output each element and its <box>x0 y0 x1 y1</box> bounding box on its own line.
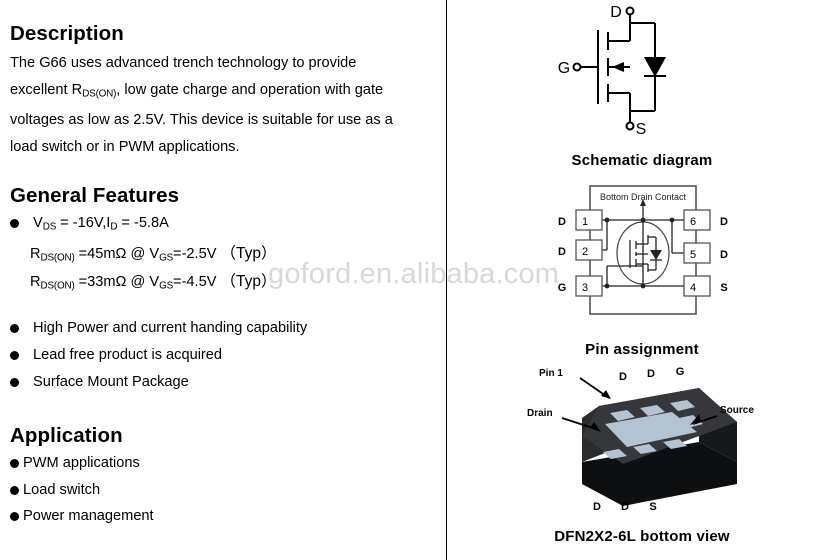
pin-number-5: 5 <box>690 249 696 261</box>
pin-number-6: 6 <box>690 216 696 228</box>
bottom-drain-contact-note: Bottom Drain Contact <box>600 192 687 202</box>
top-pad-label-2: G <box>676 366 685 378</box>
pin-label-3: G <box>558 282 567 294</box>
body-diode-icon <box>644 57 666 77</box>
pin-number-1: 1 <box>582 216 588 228</box>
pin-box-1 <box>575 209 603 231</box>
right-column: D G S Schematic diagram Bottom Drain Con… <box>447 0 837 560</box>
pin-box-5 <box>683 242 711 264</box>
application-item-2: Power management <box>10 508 154 524</box>
pin-number-2: 2 <box>582 246 588 258</box>
pin-body-diode-icon <box>650 250 662 260</box>
description-heading: Description <box>10 22 124 45</box>
pin-label-6: D <box>720 216 728 228</box>
general-features-heading: General Features <box>10 184 180 207</box>
feature-bullet-1: Lead free product is acquired <box>10 347 222 363</box>
schematic-caption: Schematic diagram <box>571 152 713 169</box>
pin1-arrow-icon <box>601 390 611 399</box>
description-body: The G66 uses advanced trench technology … <box>10 50 430 161</box>
pin-number-3: 3 <box>582 282 588 294</box>
pin-label-2: D <box>558 246 566 258</box>
bullet-dot-icon <box>10 511 19 521</box>
pin-box-6 <box>683 209 711 231</box>
feature-rdson-2v5: RDS(ON) =45mΩ @ VGS=-2.5V （Typ） <box>30 245 277 264</box>
junction-dot <box>640 283 646 289</box>
application-item-0: PWM applications <box>10 455 140 471</box>
schematic-label-gate: G <box>558 60 570 77</box>
schematic-label-drain: D <box>610 4 622 21</box>
pin-box-2 <box>575 239 603 261</box>
pin-label-1: D <box>558 216 566 228</box>
source-pad <box>679 415 703 428</box>
description-line-3: voltages as low as 2.5V. This device is … <box>10 112 393 129</box>
application-item-1: Load switch <box>10 482 100 498</box>
feature-vds-id: VDS = -16V,ID = -5.8A <box>10 215 169 232</box>
bullet-dot-icon <box>10 218 19 228</box>
pin-box-4 <box>683 275 711 297</box>
bullet-dot-icon <box>10 377 19 387</box>
feature-bullet-2: Surface Mount Package <box>10 374 189 390</box>
pin-number-4: 4 <box>690 282 696 294</box>
callout-drain: Drain <box>527 408 553 419</box>
pin-assignment-diagram: Bottom Drain Contact <box>558 185 728 315</box>
callout-pin1: Pin 1 <box>539 368 563 379</box>
bottom-pad-label-1: D <box>621 501 629 513</box>
drain-contact-arrow-icon <box>640 199 646 206</box>
junction-dot <box>604 217 610 223</box>
pin-label-4: S <box>720 282 727 294</box>
column-divider <box>446 0 447 560</box>
junction-dot <box>604 283 610 289</box>
drain-terminal-node <box>625 6 635 16</box>
feature-bullet-0: High Power and current handing capabilit… <box>10 320 307 336</box>
junction-dot <box>669 217 675 223</box>
rdson-subscript: DS(ON) <box>82 88 117 100</box>
top-pad-label-1: D <box>647 368 655 380</box>
pin-box-3 <box>575 275 603 297</box>
bullet-dot-icon <box>10 323 19 333</box>
gate-terminal-node <box>572 62 582 72</box>
schematic-label-source: S <box>636 121 647 138</box>
source-terminal-node <box>625 121 635 131</box>
description-line-2: excellent RDS(ON), low gate charge and o… <box>10 82 384 100</box>
top-pad-label-0: D <box>619 371 627 383</box>
pin-label-5: D <box>720 249 728 261</box>
callout-source: Source <box>720 405 754 416</box>
drain-pad <box>605 412 697 447</box>
bottom-pad-label-0: D <box>593 501 601 513</box>
feature-rdson-4v5: RDS(ON) =33mΩ @ VGS=-4.5V （Typ） <box>30 273 277 292</box>
application-heading: Application <box>10 424 123 447</box>
description-line-1: The G66 uses advanced trench technology … <box>10 55 357 71</box>
package-body <box>582 388 737 506</box>
bottom-pad-label-2: S <box>649 501 656 513</box>
top-pads <box>610 400 695 421</box>
bullet-dot-icon <box>10 350 19 360</box>
description-line-4: load switch or in PWM applications. <box>10 139 240 156</box>
body-diode-arrow-icon <box>612 62 624 72</box>
junction-dot <box>640 217 646 223</box>
source-arrow-icon <box>690 414 701 425</box>
bullet-dot-icon <box>10 458 19 468</box>
drain-arrow-icon <box>590 422 601 432</box>
package-bottom-view: Pin 1 Drain Source D D G D D S <box>527 366 754 513</box>
package-bottom-view-caption: DFN2X2-6L bottom view <box>554 528 730 545</box>
schematic-diagram: D G S <box>558 4 666 138</box>
bullet-dot-icon <box>10 485 19 495</box>
pin-assignment-caption: Pin assignment <box>585 341 699 358</box>
bottom-pads <box>603 439 687 459</box>
left-column: Description The G66 uses advanced trench… <box>10 22 430 524</box>
